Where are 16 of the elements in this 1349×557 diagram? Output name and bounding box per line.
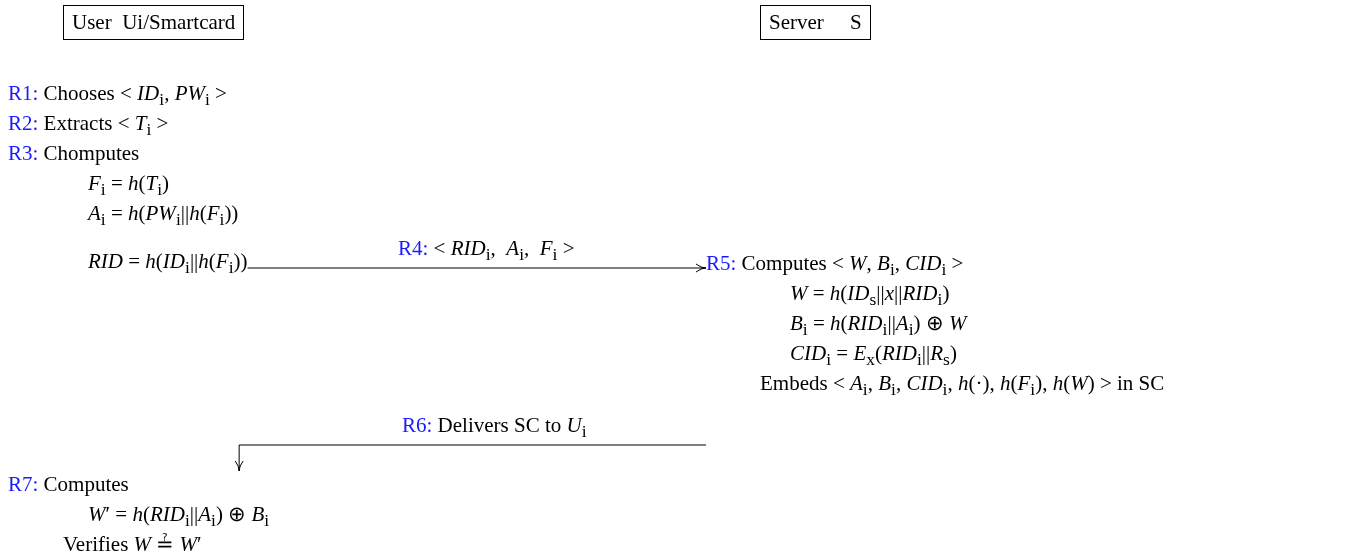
- formula-text: Embeds < A$_{i}$, B$_{i}$, CID$_{i}$, h(·), h(F$_{i}$), h(W) > in SC: [760, 370, 1165, 402]
- formula-text: W = h(ID$_{s}$||x||RID$_{i}$): [790, 280, 950, 312]
- step-text: R2: Extracts < T$_{i}$ >: [8, 110, 169, 142]
- formula-text: A$_{i}$ = h(PW$_{i}$||h(F$_{i}$)): [88, 200, 239, 232]
- formula-text: Verifies W ≟ W′: [63, 531, 202, 557]
- step-text: R7: Computes: [8, 471, 129, 497]
- step-text: R1: Chooses < ID$_{i}$, PW$_{i}$ >: [8, 80, 227, 112]
- formula-text: RID = h(ID$_{i}$||h(F$_{i}$)): [88, 248, 248, 280]
- formula-text: B$_{i}$ = h(RID$_{i}$||A$_{i}$) ⊕ W: [790, 310, 967, 342]
- formula-text: F$_{i}$ = h(T$_{i}$): [88, 170, 170, 202]
- lane-header: Server S: [760, 5, 871, 40]
- lane-header: User Ui/Smartcard: [63, 5, 245, 40]
- step-text: R5: Computes < W, B$_{i}$, CID$_{i}$ >: [706, 250, 964, 282]
- formula-text: CID$_{i}$ = E$_{x}$(RID$_{i}$||R$_{s}$): [790, 340, 957, 372]
- step-text: R3: Chomputes: [8, 140, 140, 166]
- formula-text: W′ = h(RID$_{i}$||A$_{i}$) ⊕ B$_{i}$: [88, 501, 270, 533]
